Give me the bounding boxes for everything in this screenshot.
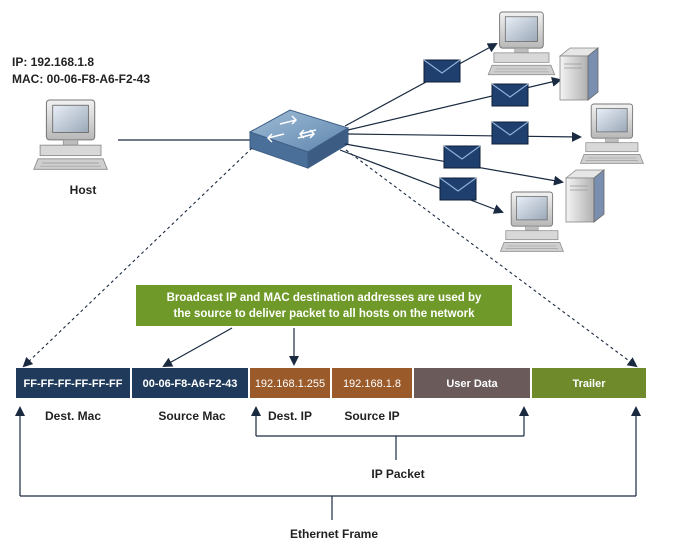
- envelope-icon: [439, 177, 477, 201]
- source-mac-cell: [132, 368, 248, 398]
- destination-server-icon: [559, 47, 599, 101]
- dest-ip-value: 192.168.1.255: [255, 378, 325, 390]
- callout-line-2: the source to deliver packet to all host…: [174, 308, 476, 320]
- destination-server-icon: [565, 169, 605, 223]
- dest-mac-cell: [16, 368, 130, 398]
- envelope-icon: [423, 59, 461, 83]
- frame-cell-dest-ip: 192.168.1.255: [250, 368, 330, 398]
- ethernet-frame-label: Ethernet Frame: [290, 527, 378, 541]
- destination-computer-icon: [579, 103, 644, 164]
- user-data-cell: [414, 368, 530, 398]
- trailer-cell: [532, 368, 646, 398]
- host-label: Host: [70, 183, 97, 197]
- frame-cell-trailer: Trailer: [532, 368, 646, 398]
- frame-cell-dest-mac: FF-FF-FF-FF-FF-FF: [16, 368, 130, 398]
- frame-cell-source-ip: 192.168.1.8: [332, 368, 412, 398]
- source-mac-label: Source Mac: [158, 409, 226, 423]
- frame-cell-source-mac: 00-06-F8-A6-F2-43: [132, 368, 248, 398]
- ethernet-frame: FF-FF-FF-FF-FF-FF 00-06-F8-A6-F2-43 192.…: [16, 368, 646, 398]
- callout-line-1: Broadcast IP and MAC destination address…: [167, 292, 482, 304]
- envelope-icon: [491, 121, 529, 145]
- envelope-icon: [443, 145, 481, 169]
- ethernet-frame-bracket: [15, 406, 641, 520]
- ip-packet-label: IP Packet: [371, 467, 424, 481]
- source-mac-value: 00-06-F8-A6-F2-43: [143, 378, 238, 390]
- callout-arrow-source-mac: [162, 327, 233, 367]
- dest-mac-value: FF-FF-FF-FF-FF-FF: [24, 378, 123, 390]
- host-ip-label: IP: 192.168.1.8: [12, 55, 94, 69]
- source-ip-label: Source IP: [344, 409, 399, 423]
- host-mac-label: MAC: 00-06-F8-A6-F2-43: [12, 72, 150, 86]
- dashed-link-left: [22, 147, 253, 368]
- envelope-icon: [491, 83, 529, 107]
- destination-computer-icon: [487, 11, 556, 76]
- user-data-value: User Data: [446, 378, 498, 390]
- dest-mac-label: Dest. Mac: [45, 409, 101, 423]
- switch-icon: [248, 109, 350, 169]
- dest-ip-cell: [250, 368, 330, 398]
- source-ip-cell: [332, 368, 412, 398]
- destination-computer-icon: [499, 191, 564, 252]
- ip-packet-bracket: [251, 406, 529, 460]
- source-ip-value: 192.168.1.8: [343, 378, 401, 390]
- frame-cell-user-data: User Data: [414, 368, 530, 398]
- dashed-link-right: [345, 149, 638, 368]
- host-computer-icon: [33, 99, 108, 170]
- trailer-value: Trailer: [572, 378, 606, 390]
- callout-box: [136, 285, 512, 326]
- dest-ip-label: Dest. IP: [268, 409, 312, 423]
